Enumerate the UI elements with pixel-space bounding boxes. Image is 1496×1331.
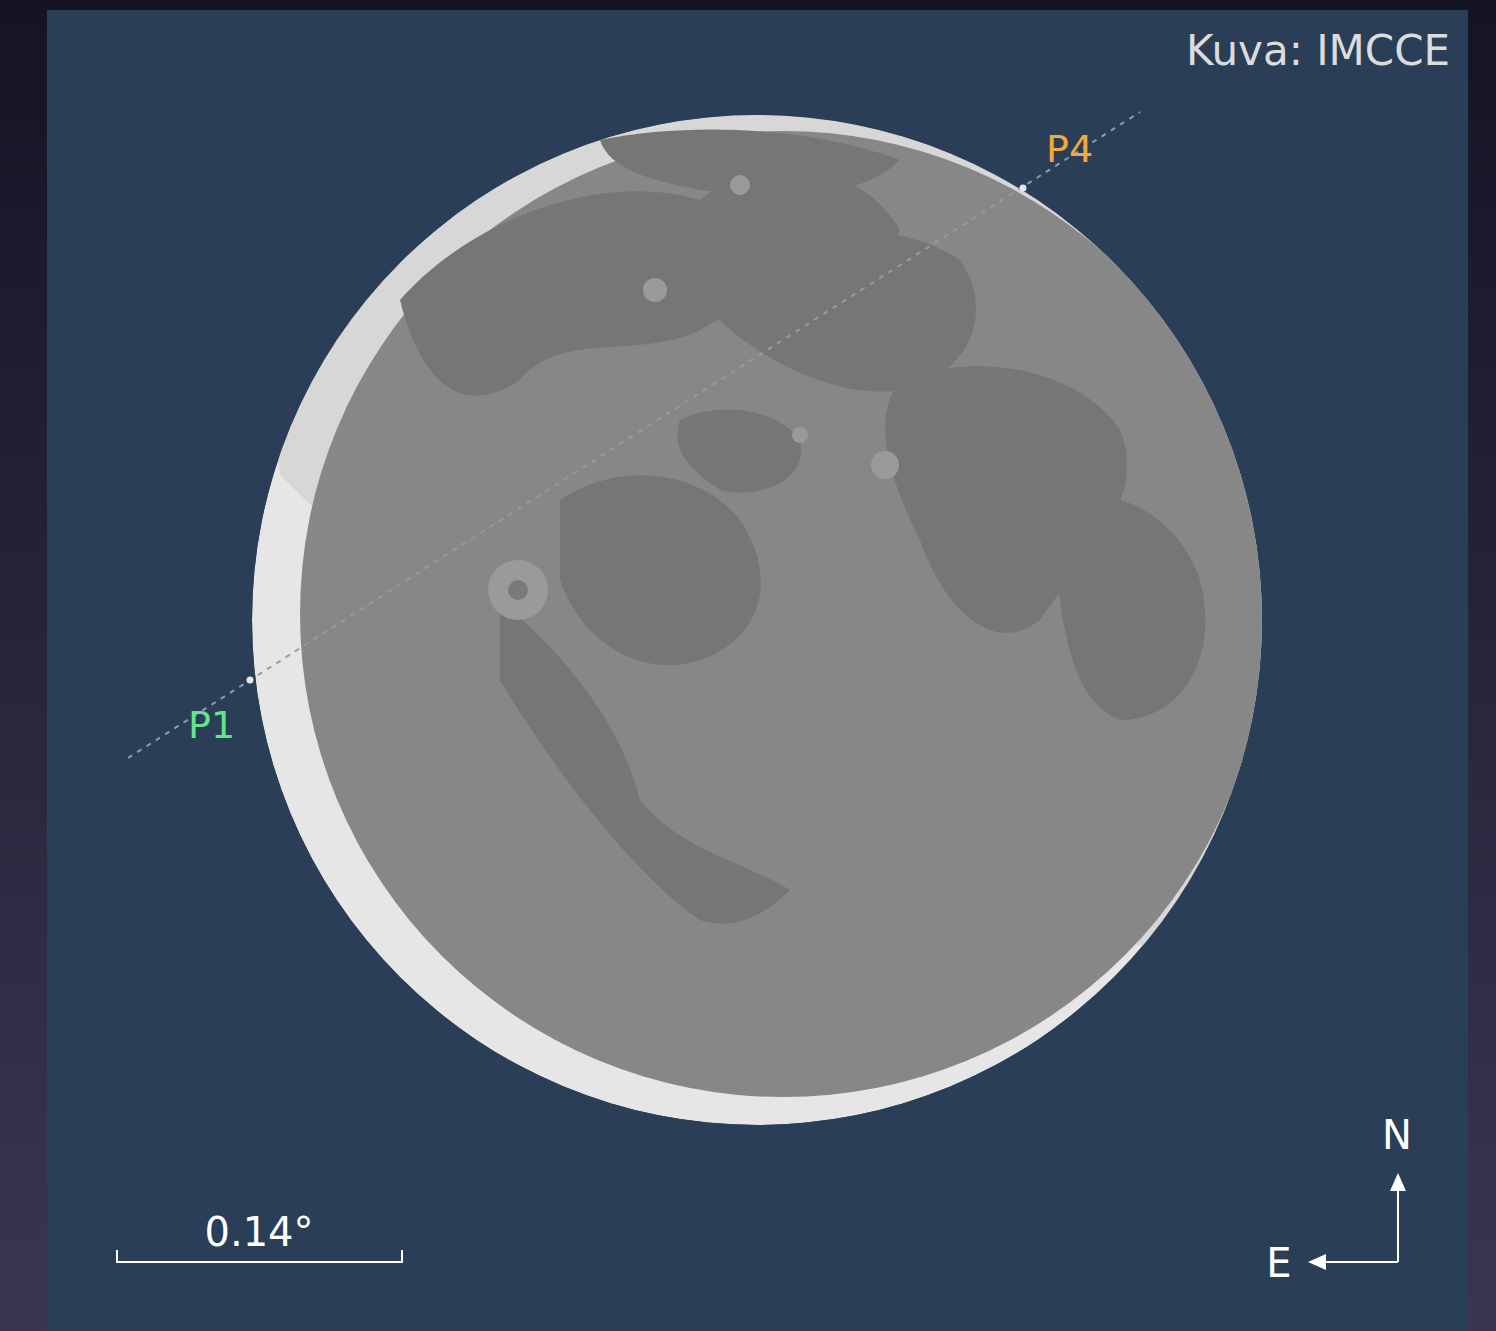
p4-point	[1020, 185, 1027, 192]
contact-label: P4	[1046, 130, 1093, 168]
p1-point	[247, 677, 254, 684]
compass-label: N	[1382, 1115, 1412, 1155]
east-arrow	[1310, 1261, 1398, 1263]
compass-label: E	[1266, 1243, 1291, 1283]
moon	[240, 100, 1300, 1125]
north-arrow	[1397, 1175, 1399, 1262]
scale-label: 0.14°	[204, 1212, 313, 1252]
credit-watermark: Kuva: IMCCE	[1186, 30, 1450, 72]
panel-background	[47, 10, 1468, 1331]
occultation-path	[128, 112, 1140, 758]
contact-label: P1	[188, 706, 235, 744]
